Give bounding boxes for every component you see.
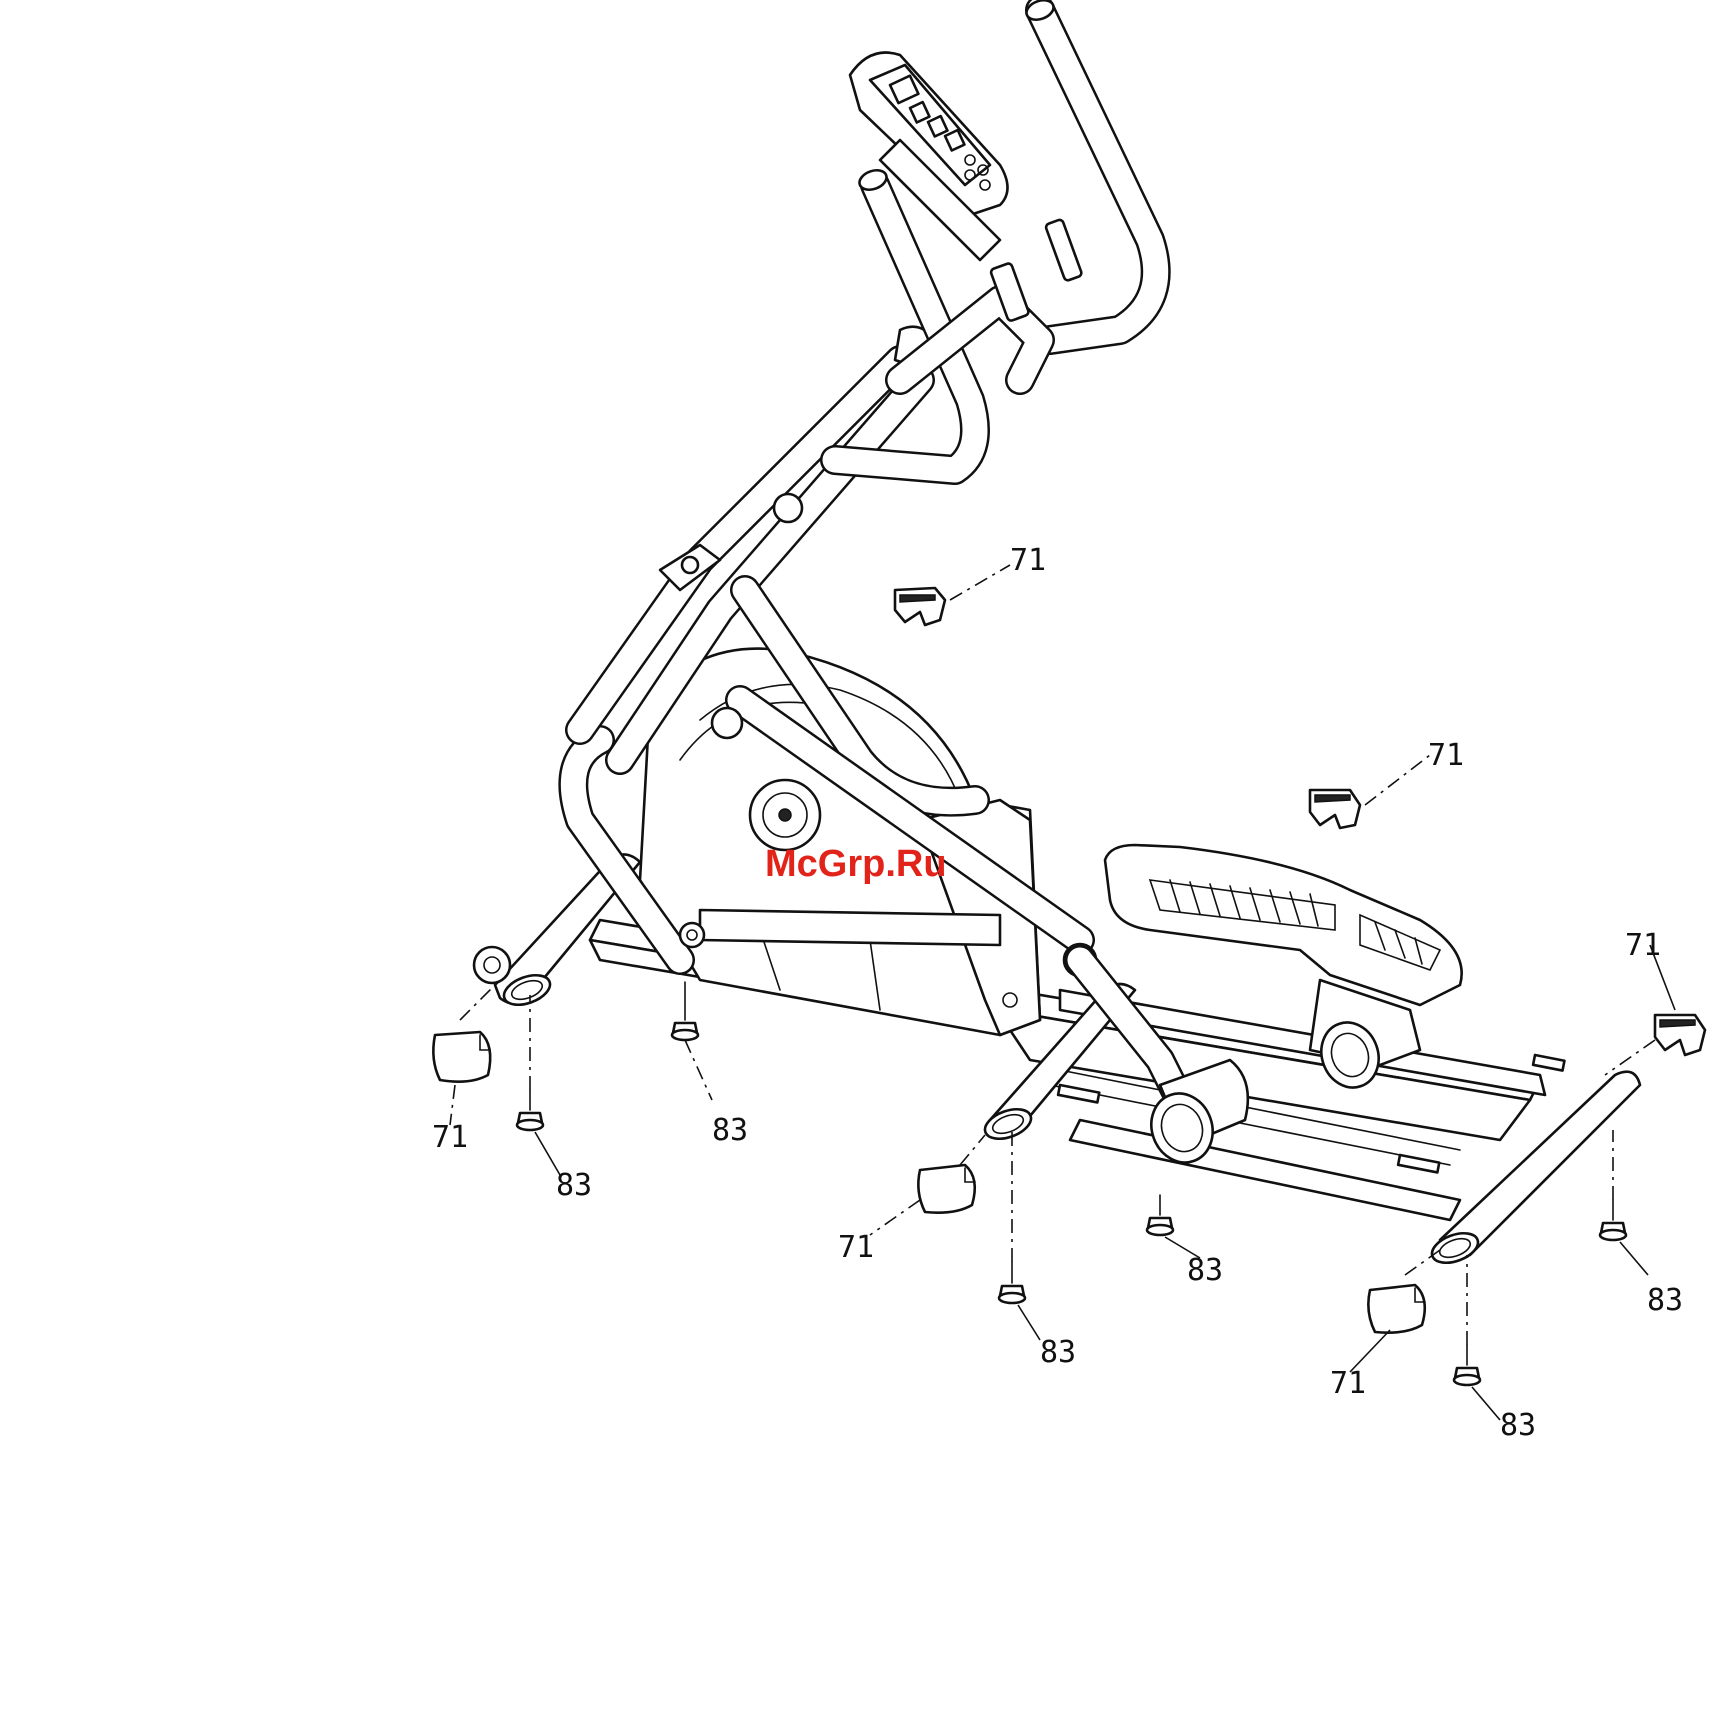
- callout-83: 83: [712, 1113, 748, 1148]
- end-cap-71-front: [1368, 1285, 1425, 1333]
- end-cap-71-middle: [918, 1165, 975, 1213]
- leveling-foot-83-a: [672, 982, 698, 1040]
- leveling-foot-83-e: [1600, 1200, 1626, 1240]
- callout-71: 71: [1010, 543, 1046, 578]
- callout-83: 83: [1040, 1335, 1076, 1370]
- callout-83: 83: [556, 1168, 592, 1203]
- callout-71: 71: [838, 1230, 874, 1265]
- callout-71: 71: [432, 1120, 468, 1155]
- console: [850, 53, 1008, 261]
- leveling-foot-83-f: [1454, 1345, 1480, 1385]
- end-cap-71-left: [433, 1032, 490, 1082]
- leveling-foot-83-d: [999, 1262, 1025, 1303]
- end-cap-71-top: [895, 588, 945, 625]
- callout-71: 71: [1330, 1366, 1366, 1401]
- callout-83: 83: [1647, 1283, 1683, 1318]
- watermark-text: McGrp.Ru: [765, 843, 947, 885]
- callout-83: 83: [1187, 1253, 1223, 1288]
- end-cap-71-pedal: [1310, 790, 1360, 828]
- leveling-foot-83-b: [517, 1090, 543, 1130]
- callout-71: 71: [1625, 928, 1661, 963]
- leveling-foot-83-c: [1147, 1195, 1173, 1235]
- end-cap-71-right: [1655, 1015, 1705, 1055]
- callout-71: 71: [1428, 738, 1464, 773]
- callout-83: 83: [1500, 1408, 1536, 1443]
